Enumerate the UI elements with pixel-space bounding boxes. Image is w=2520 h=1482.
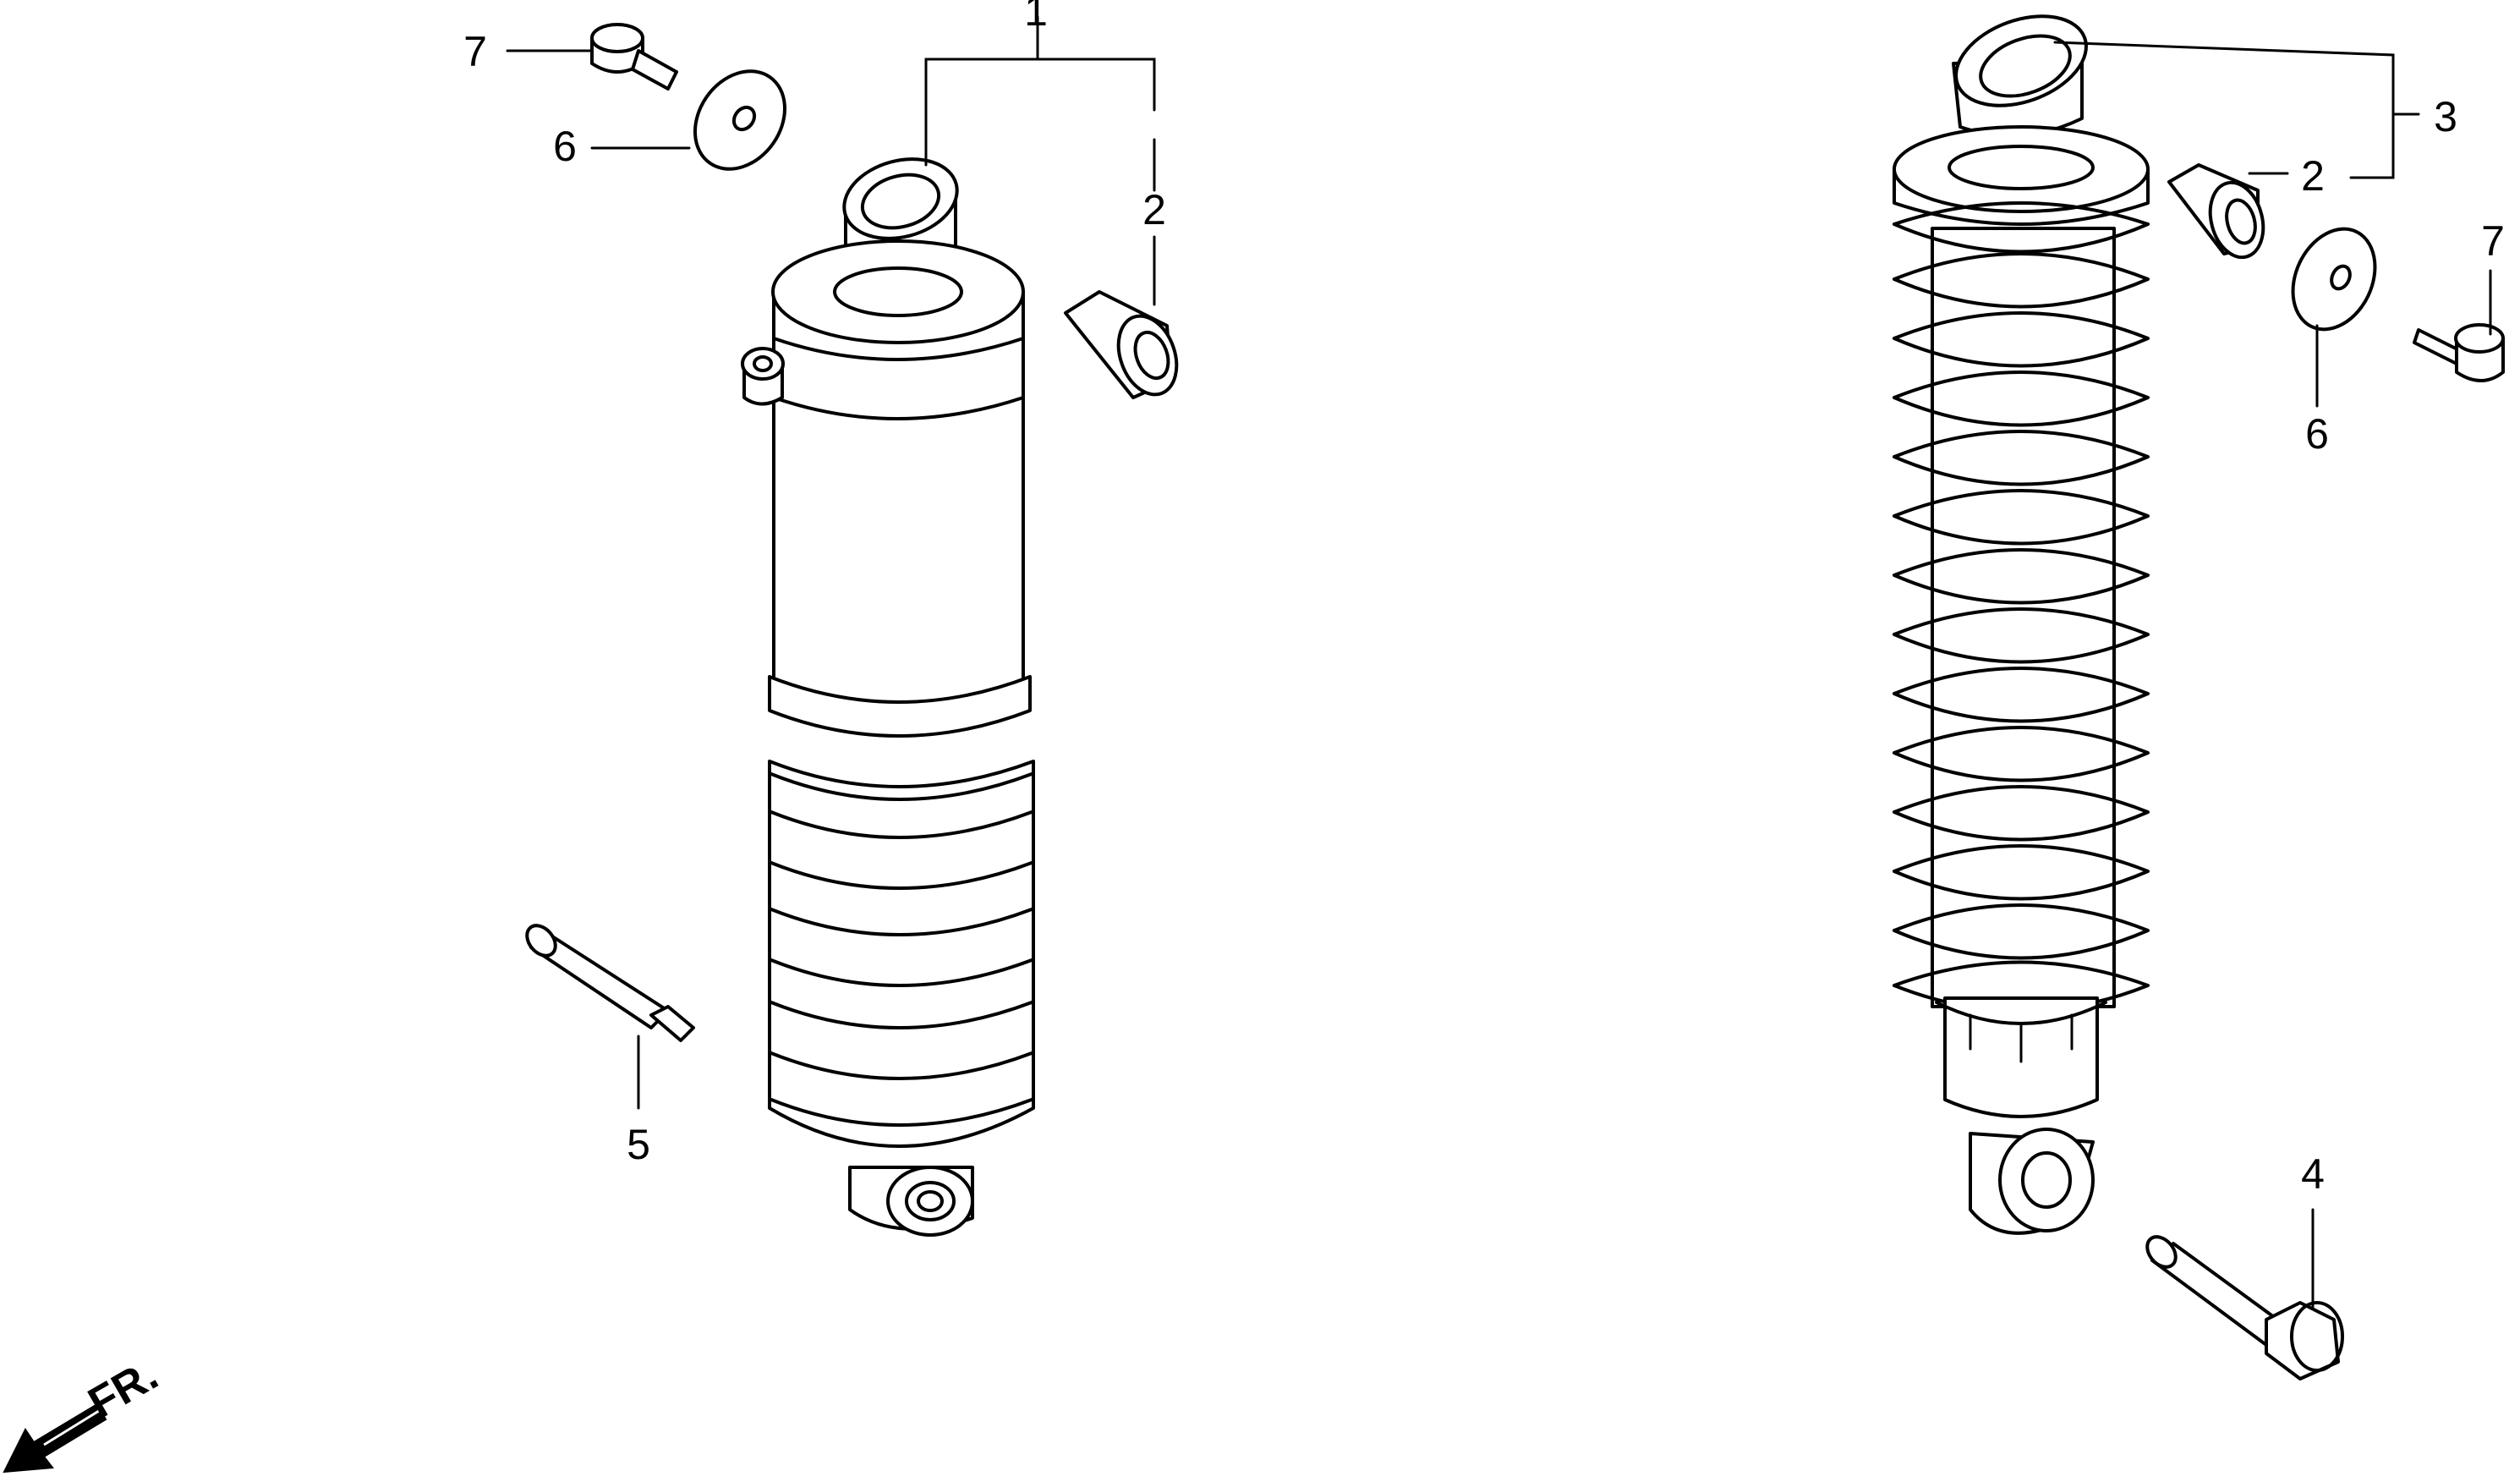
left-shock-bottom-eye (848, 1166, 974, 1237)
callout-left-7: 7 (463, 28, 487, 75)
callout-right-3: 3 (2434, 93, 2457, 140)
right-shock-lower-body (1935, 996, 2107, 1118)
left-shock-bellows (768, 760, 1035, 1148)
callout-right-2: 2 (2301, 152, 2325, 200)
right-bolt-4 (2145, 1235, 2344, 1380)
callout-right-6: 6 (2305, 410, 2329, 458)
right-shock-absorber (1893, 14, 2150, 1235)
right-shock-upper-seat (1893, 125, 2150, 226)
right-bushing-2 (2167, 163, 2265, 260)
right-shock-coil-spring (1893, 201, 2150, 1013)
left-bushing-2 (1064, 290, 1179, 399)
right-shock-bottom-eye (1969, 1128, 2095, 1235)
left-bolt-7 (590, 23, 678, 91)
callout-left-6: 6 (553, 123, 577, 170)
right-leader-lines (2053, 41, 2492, 1309)
callout-left-5: 5 (627, 1121, 650, 1168)
left-shock-absorber (741, 157, 1035, 1237)
front-arrow-icon (3, 1394, 107, 1474)
right-washer-6 (2291, 227, 2377, 332)
left-washer-6 (693, 69, 787, 171)
left-shock-collar (768, 675, 1032, 738)
right-shock-top-eye (1952, 14, 2088, 138)
callout-left-2: 2 (1142, 186, 1166, 233)
front-direction-indicator: FR. (3, 1350, 167, 1474)
left-leader-lines (506, 15, 1156, 1110)
left-collar-5 (525, 924, 695, 1042)
callout-left-1: 1 (1024, 0, 1048, 35)
callout-right-7: 7 (2481, 217, 2505, 265)
callout-right-4: 4 (2301, 1150, 2325, 1198)
left-shock-body (741, 239, 1025, 719)
